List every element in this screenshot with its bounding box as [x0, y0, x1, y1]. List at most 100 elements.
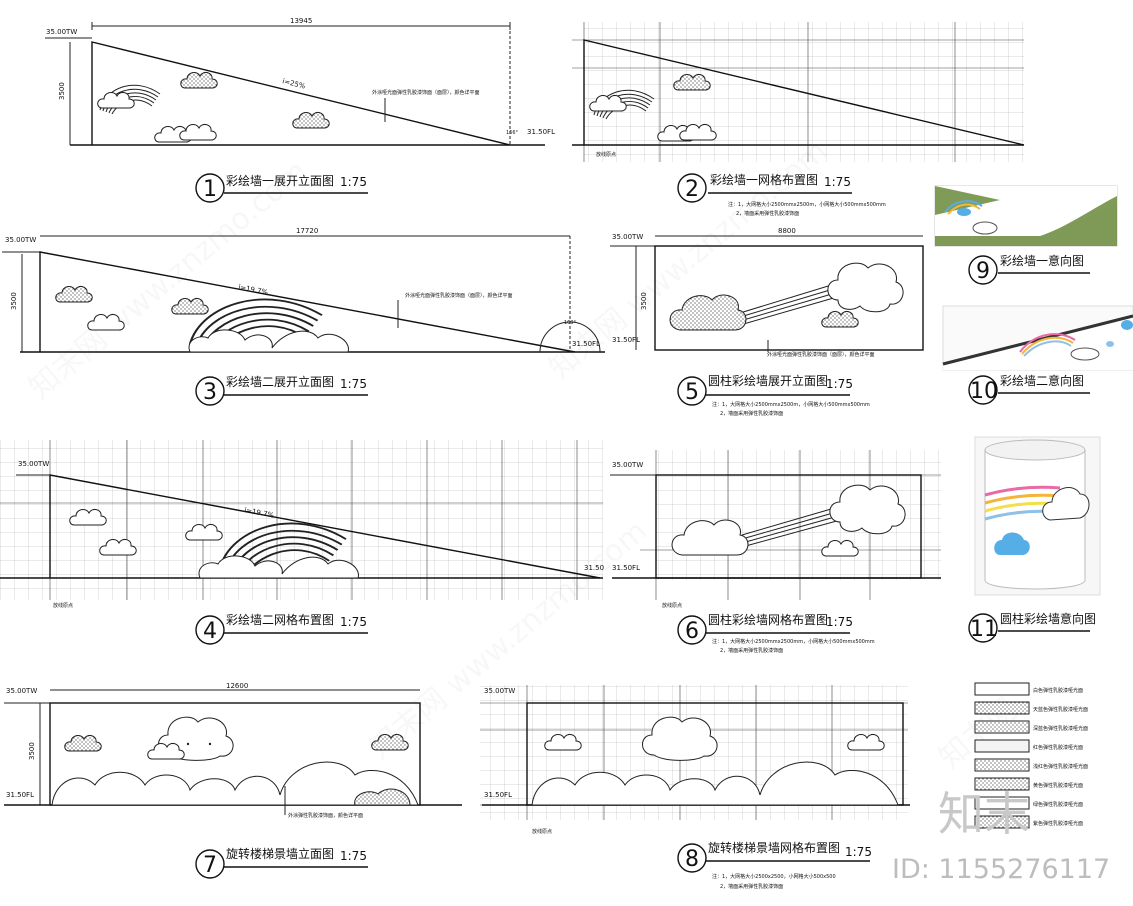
svg-text:知末网 www.znzmo.com: 知末网 www.znzmo.com [543, 134, 834, 386]
d5-title: 圆柱彩绘墙展开立面图 [708, 373, 828, 388]
svg-text:31.50: 31.50 [584, 564, 604, 572]
svg-text:放线原点: 放线原点 [662, 602, 682, 609]
svg-text:外涂弹性乳胶漆饰面，颜色详平面: 外涂弹性乳胶漆饰面，颜色详平面 [288, 812, 363, 819]
d6-title: 圆柱彩绘墙网格布置图 [708, 612, 828, 627]
svg-text:31.50FL: 31.50FL [6, 791, 34, 799]
drawing-4-grid: 35.00TW 31.50 i=19.7% 放线原点 [0, 440, 604, 609]
svg-text:35.00TW: 35.00TW [18, 460, 49, 468]
legend-item-3: 深蓝色弹性乳胶漆哑光面 [1033, 725, 1088, 732]
material-legend: 白色弹性乳胶漆哑光面 天蓝色弹性乳胶漆哑光面 深蓝色弹性乳胶漆哑光面 红色弹性乳… [974, 682, 1088, 829]
d3-title: 彩绘墙二展开立面图 [226, 374, 334, 389]
legend-item-2: 天蓝色弹性乳胶漆哑光面 [1033, 706, 1088, 713]
drawing-1-title: 1 彩绘墙一展开立面图 1:75 [195, 173, 368, 203]
svg-text:35.00TW: 35.00TW [612, 461, 643, 469]
svg-text:8800: 8800 [778, 227, 796, 235]
drawing-2-grid: 放线原点 [572, 22, 1025, 162]
legend-item-6: 黄色弹性乳胶漆哑光面 [1033, 782, 1083, 789]
d9-title: 彩绘墙一意向图 [1000, 253, 1084, 268]
d1-angle: 166° [506, 130, 519, 136]
drawing-5-elevation: 8800 35.00TW 3500 31.50FL 外涂哑光面弹性乳胶漆饰面（面… [610, 227, 924, 358]
drawing-8-grid: 35.00TW 31.50FL 放线原点 [480, 685, 910, 835]
svg-text:2，墙面采用弹性乳胶漆饰面: 2，墙面采用弹性乳胶漆饰面 [720, 883, 783, 890]
svg-text:169°: 169° [564, 320, 577, 326]
svg-text:注：1，大网格大小2500mmx2500mm，小网格大小50: 注：1，大网格大小2500mmx2500mm，小网格大小500mmx500mm [712, 638, 875, 645]
legend-item-8: 紫色弹性乳胶漆哑光面 [1033, 820, 1083, 827]
svg-text:10: 10 [970, 379, 998, 404]
drawing-3-title: 3 彩绘墙二展开立面图 1:75 [195, 374, 368, 406]
drawing-11-perspective: 11 圆柱彩绘墙意向图 [968, 436, 1101, 643]
legend-item-7: 绿色弹性乳胶漆哑光面 [1033, 801, 1083, 808]
svg-text:放线原点: 放线原点 [53, 602, 73, 609]
d1-level-top: 35.00TW [46, 28, 77, 36]
svg-text:1:75: 1:75 [340, 849, 367, 863]
svg-text:注：1，大网格大小2500mmx2500m，小网格大小500: 注：1，大网格大小2500mmx2500m，小网格大小500mmx500mm [712, 401, 870, 408]
svg-text:1:75: 1:75 [845, 845, 872, 859]
d8-title: 旋转楼梯景墙网格布置图 [708, 840, 840, 855]
svg-text:2，墙面采用弹性乳胶漆饰面: 2，墙面采用弹性乳胶漆饰面 [720, 410, 783, 417]
svg-text:35.00TW: 35.00TW [6, 687, 37, 695]
svg-text:外涂哑光面弹性乳胶漆饰面（面层），颜色详平面: 外涂哑光面弹性乳胶漆饰面（面层），颜色详平面 [405, 292, 513, 299]
drawing-2-title: 2 彩绘墙一网格布置图 1:75 注：1，大网格大小2500mmx2500m，小… [677, 172, 886, 217]
d1-note: 外涂哑光面弹性乳胶漆饰面（面层），颜色详平面 [372, 89, 480, 96]
d1-slope: i=25% [282, 77, 307, 91]
svg-text:5: 5 [685, 380, 699, 405]
svg-text:12600: 12600 [226, 682, 248, 690]
drawing-7-title: 7 旋转楼梯景墙立面图 1:75 [195, 846, 368, 879]
svg-text:31.50FL: 31.50FL [612, 336, 640, 344]
legend-item-5: 浅红色弹性乳胶漆哑光面 [1033, 763, 1088, 770]
legend-item-1: 白色弹性乳胶漆哑光面 [1033, 687, 1083, 694]
svg-text:9: 9 [976, 259, 990, 284]
drawing-8-title: 8 旋转楼梯景墙网格布置图 1:75 注：1，大网格大小2500x2500，小网… [677, 840, 872, 890]
svg-text:外涂哑光面弹性乳胶漆饰面（面层），颜色详平面: 外涂哑光面弹性乳胶漆饰面（面层），颜色详平面 [767, 351, 875, 358]
svg-text:7: 7 [203, 853, 217, 878]
d1-num: 1 [203, 177, 217, 202]
d2-title: 彩绘墙一网格布置图 [710, 172, 818, 187]
svg-text:2，墙面采用弹性乳胶漆饰面: 2，墙面采用弹性乳胶漆饰面 [720, 647, 783, 654]
svg-text:31.50FL: 31.50FL [484, 791, 512, 799]
d2-origin: 放线原点 [596, 151, 616, 158]
svg-text:知末网 www.znzmo.com: 知末网 www.znzmo.com [23, 154, 314, 406]
d11-title: 圆柱彩绘墙意向图 [1000, 611, 1096, 626]
svg-text:31.50FL: 31.50FL [612, 564, 640, 572]
svg-text:31.50FL: 31.50FL [572, 340, 600, 348]
drawing-6-title: 6 圆柱彩绘墙网格布置图 1:75 注：1，大网格大小2500mmx2500mm… [677, 612, 875, 654]
svg-text:4: 4 [203, 619, 217, 644]
d1-level-bottom: 31.50FL [527, 128, 555, 136]
logo-text: 知末 [938, 787, 1030, 841]
d1-height: 3500 [58, 82, 66, 100]
svg-text:35.00TW: 35.00TW [612, 233, 643, 241]
svg-text:3500: 3500 [640, 292, 648, 310]
svg-text:2: 2 [685, 177, 699, 202]
svg-text:3500: 3500 [10, 292, 18, 310]
svg-text:1:75: 1:75 [340, 615, 367, 629]
drawing-4-title: 4 彩绘墙二网格布置图 1:75 [195, 612, 368, 645]
d1-width: 13945 [290, 17, 312, 25]
svg-text:1:75: 1:75 [340, 377, 367, 391]
d1-scale: 1:75 [340, 175, 367, 189]
id-text: ID: 1155276117 [892, 854, 1110, 885]
svg-text:放线原点: 放线原点 [532, 828, 552, 835]
d2-note-1: 注：1，大网格大小2500mmx2500m，小网格大小500mmx500mm [728, 201, 886, 208]
d3-slope: i=19.7% [238, 283, 269, 297]
d1-title: 彩绘墙一展开立面图 [226, 173, 334, 188]
svg-text:6: 6 [685, 619, 699, 644]
drawing-10-perspective: 10 彩绘墙二意向图 [942, 305, 1133, 405]
watermark-logo: 知末 ID: 1155276117 [892, 787, 1110, 885]
svg-text:3500: 3500 [28, 742, 36, 760]
d10-title: 彩绘墙二意向图 [1000, 373, 1084, 388]
svg-text:注：1，大网格大小2500x2500，小网格大小500x50: 注：1，大网格大小2500x2500，小网格大小500x500 [712, 873, 836, 880]
legend-item-4: 红色弹性乳胶漆哑光面 [1033, 744, 1083, 751]
d3-level-top: 35.00TW [5, 236, 36, 244]
svg-text:8: 8 [685, 847, 699, 872]
drawing-3-elevation: 17720 3500 35.00TW 31.50FL 169° i=19.7% … [2, 227, 605, 353]
drawing-1-elevation: 13945 3500 35.00TW 31.50FL i=25% 166° 外涂… [45, 17, 555, 146]
d3-width: 17720 [296, 227, 318, 235]
svg-text:35.00TW: 35.00TW [484, 687, 515, 695]
d7-title: 旋转楼梯景墙立面图 [226, 846, 334, 861]
d4-title: 彩绘墙二网格布置图 [226, 612, 334, 627]
svg-text:1:75: 1:75 [826, 615, 853, 629]
svg-text:11: 11 [970, 617, 998, 642]
drawing-5-title: 5 圆柱彩绘墙展开立面图 1:75 注：1，大网格大小2500mmx2500m，… [677, 373, 870, 417]
svg-text:1:75: 1:75 [824, 175, 851, 189]
